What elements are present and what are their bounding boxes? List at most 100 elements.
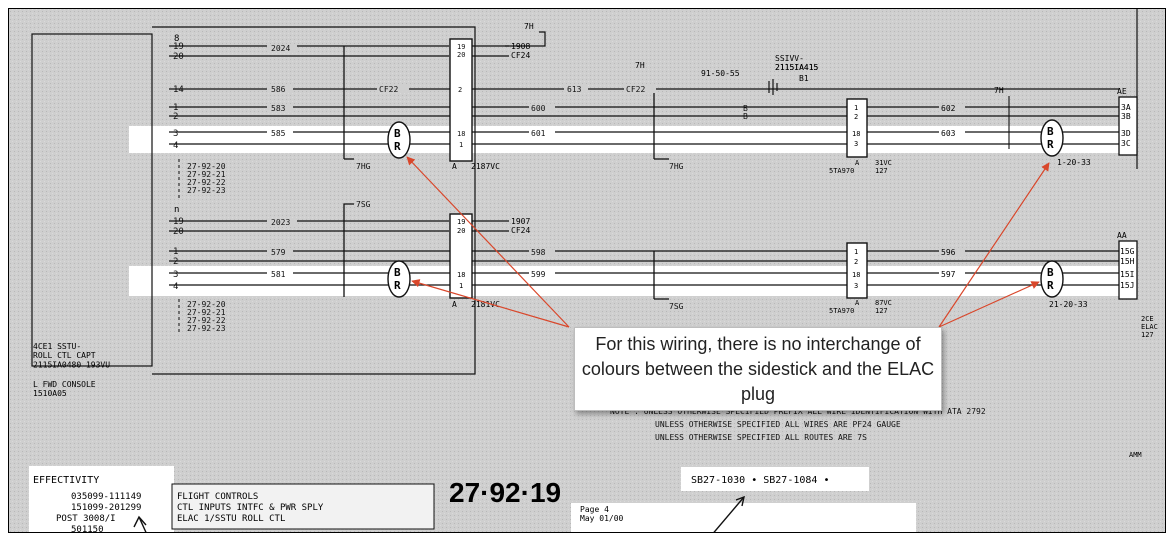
sb-refs: SB27-1030 • SB27-1084 • [691, 475, 829, 486]
stanchion-b [846, 242, 868, 299]
block-a-b-1: B [743, 104, 748, 113]
rcb-pin-2: 15H [1120, 257, 1135, 266]
console-border [152, 26, 476, 375]
conn-a-pin-5: 1 [459, 141, 463, 149]
effectivity-title: EFFECTIVITY [33, 475, 99, 486]
mid-wire-600: 600 [531, 104, 546, 113]
splice-a [387, 121, 411, 159]
block-a-b-2: B [743, 112, 748, 121]
wire-b-579: 579 [271, 248, 286, 257]
ref-a-4: 27-92-23 [187, 186, 226, 195]
conn-a-letter: A [452, 162, 457, 171]
effectivity-box [29, 466, 174, 532]
page-box [571, 503, 916, 532]
splice-a-right [1040, 119, 1064, 157]
mid-wire-598: 598 [531, 248, 546, 257]
tag-7h-right: 7H [994, 86, 1004, 95]
title-line-3: ELAC 1/SSTU ROLL CTL [177, 514, 285, 524]
right-connector-a [1118, 96, 1138, 156]
ref-b-4: 27-92-23 [187, 324, 226, 333]
mid-tag-a: 7HG [669, 162, 684, 171]
note-line-2: UNLESS OTHERWISE SPECIFIED ALL WIRES ARE… [655, 420, 901, 429]
ground-label: B1 [799, 74, 809, 83]
stan-b-4: 3 [854, 282, 858, 290]
splice-ar-letter-b: B [1047, 125, 1054, 138]
ref-a-1: 27-92-20 [187, 162, 226, 171]
conn-a-pin-3: 2 [458, 86, 462, 94]
ground-ref: 91-50-55 [701, 69, 740, 78]
rca-pin-4: 3C [1121, 139, 1131, 148]
stan-b-5: A [855, 299, 860, 307]
stan-a-4: 3 [854, 140, 858, 148]
title-line-2: CTL INPUTS INTFC & PWR SPLY [177, 503, 324, 513]
rca-pin-2: 3B [1121, 112, 1131, 121]
splice-b-letter-b: B [394, 266, 401, 279]
conn-b-pin-4: 1 [459, 282, 463, 290]
conn-a-id: 2187VC [471, 162, 500, 171]
conn-b-letter: A [452, 300, 457, 309]
stan-a-3: 18 [852, 130, 860, 138]
title-line-1: FLIGHT CONTROLS [177, 492, 258, 502]
rca-ref: 1-20-33 [1057, 158, 1091, 167]
pin-a-2: 2 [173, 112, 178, 122]
ref-b-3: 27-92-22 [187, 316, 226, 325]
ref-a-2: 27-92-21 [187, 170, 226, 179]
mid-tag-b: 7SG [669, 302, 684, 311]
rca-header: AE [1117, 87, 1127, 96]
sb-box [681, 467, 869, 491]
pin-b-4: 4 [173, 282, 178, 292]
wiring-diagram: 8 n 19 20 14 1 2 3 4 27-92-20 27-92-21 2… [9, 9, 1165, 533]
stan-b-7: 87VC [875, 299, 892, 307]
schematic-frame: 8 n 19 20 14 1 2 3 4 27-92-20 27-92-21 2… [8, 8, 1166, 533]
stan-b-2: 2 [854, 258, 858, 266]
tag-7h-mid: 7H [635, 61, 645, 70]
wire-b-2023: 2023 [271, 218, 290, 227]
right-wire-597: 597 [941, 270, 956, 279]
conn-b-pin-1: 19 [457, 218, 465, 226]
wire-a-585: 585 [271, 129, 286, 138]
note-line-1: NOTE : UNLESS OTHERWISE SPECIFIED PREFIX… [610, 407, 986, 416]
notes: NOTE : UNLESS OTHERWISE SPECIFIED PREFIX… [610, 407, 986, 442]
conn-b-pin-2: 20 [457, 227, 465, 235]
rca-pin-3: 3D [1121, 129, 1131, 138]
effectivity-line-2: 151099-201299 [71, 503, 141, 513]
effectivity-line-1: 035099-111149 [71, 492, 141, 502]
pin-b-20: 20 [173, 227, 184, 237]
conn-b-pin-3: 18 [457, 271, 465, 279]
page-label: Page 4 [580, 505, 609, 514]
splice-br-letter-r: R [1047, 279, 1054, 292]
tag-a-ground: 7HG [356, 162, 371, 171]
rca-pin-1: 3A [1121, 103, 1131, 112]
pin-a-4: 4 [173, 141, 178, 151]
pin-b-19: 19 [173, 217, 184, 227]
note-line-3: UNLESS OTHERWISE SPECIFIED ALL ROUTES AR… [655, 433, 867, 442]
right-connector-b [1118, 240, 1138, 300]
wire-1907: 1907 [511, 217, 530, 226]
splice-b-right [1040, 260, 1064, 298]
wire-613: 613 [567, 85, 582, 94]
conn-a-pin-4: 18 [457, 130, 465, 138]
effectivity-tail: 501150 [71, 525, 104, 533]
pin-b-3: 3 [173, 270, 178, 280]
tag-b-ground: 7SG [356, 200, 371, 209]
stan-b-1: 1 [854, 248, 858, 256]
wire-cf22-b: CF22 [626, 85, 645, 94]
pin-b-1: 1 [173, 247, 178, 257]
callout-note: For this wiring, there is no interchange… [574, 327, 942, 411]
stan-a-5: A [855, 159, 860, 167]
conn-a-pin-1: 19 [457, 43, 465, 51]
stan-a-1: 1 [854, 104, 858, 112]
pin-a-20: 20 [173, 52, 184, 62]
pin-b-2: 2 [173, 257, 178, 267]
pin-a-14: 14 [173, 85, 184, 95]
stanchion-a [846, 98, 868, 158]
inline-connector-a [449, 38, 473, 162]
splice-b-letter-r: R [394, 279, 401, 292]
tag-7h-top: 7H [524, 22, 534, 31]
splice-br-letter-b: B [1047, 266, 1054, 279]
title-block [171, 483, 435, 530]
right-wire-603: 603 [941, 129, 956, 138]
